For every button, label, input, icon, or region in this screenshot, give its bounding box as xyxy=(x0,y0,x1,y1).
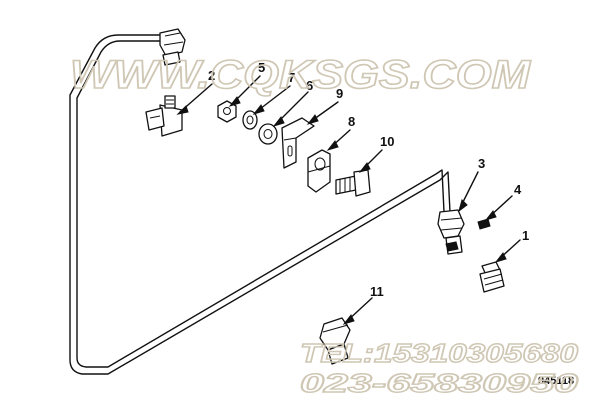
oil-tube xyxy=(69,34,451,375)
watermark-phone: 023-65830950 xyxy=(300,368,579,398)
watermark-site: WWW.CQKSGS.COM xyxy=(70,53,532,97)
part-2-elbow-adapter xyxy=(145,95,183,137)
leader-arrows xyxy=(176,75,521,325)
callout-1: 1 xyxy=(522,228,529,243)
drawing-code: 945118 xyxy=(538,375,574,387)
part-4-seal-ring xyxy=(445,218,491,252)
callout-2: 2 xyxy=(208,68,215,83)
callout-10: 10 xyxy=(380,134,394,149)
part-6-flat-washer xyxy=(258,123,278,145)
part-7-lock-washer xyxy=(242,110,258,130)
part-10-capscrew xyxy=(335,169,371,197)
watermark-tel: TEL:15310305680 xyxy=(300,338,579,368)
callout-5: 5 xyxy=(258,60,265,75)
callout-labels: 2 5 7 6 9 8 10 3 4 1 11 xyxy=(208,60,529,299)
callout-3: 3 xyxy=(478,156,485,171)
callout-4: 4 xyxy=(514,182,522,197)
tube-end-fitting-top xyxy=(159,28,186,66)
callout-8: 8 xyxy=(348,114,355,129)
part-8-clamp xyxy=(307,149,331,193)
part-11-fitting xyxy=(319,317,351,365)
callout-11: 11 xyxy=(370,284,384,299)
part-5-nut xyxy=(217,100,237,123)
watermark: WWW.CQKSGS.COM TEL:15310305680 023-65830… xyxy=(69,52,579,399)
part-1-pressure-sender xyxy=(479,261,505,293)
callout-9: 9 xyxy=(336,86,343,101)
callout-7: 7 xyxy=(288,70,295,85)
part-9-bracket xyxy=(281,117,315,169)
callout-6: 6 xyxy=(306,78,313,93)
